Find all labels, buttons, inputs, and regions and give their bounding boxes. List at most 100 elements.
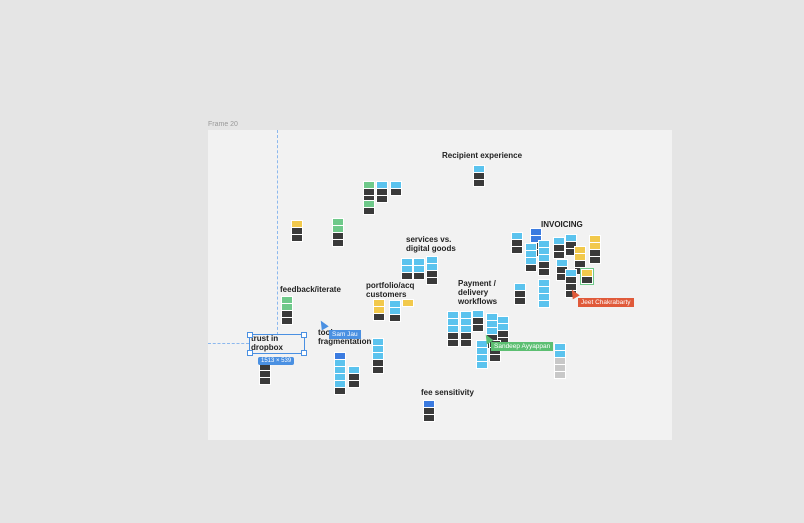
- sticky-note[interactable]: [555, 358, 565, 364]
- label-fee-sensitivity[interactable]: fee sensitivity: [421, 388, 474, 397]
- sticky-note[interactable]: [575, 254, 585, 260]
- sticky-note[interactable]: [487, 328, 497, 334]
- sticky-note[interactable]: [373, 339, 383, 345]
- label-feedback[interactable]: feedback/iterate: [280, 285, 341, 294]
- sticky-note[interactable]: [498, 331, 508, 337]
- sticky-note[interactable]: [335, 374, 345, 380]
- sticky-note-stack[interactable]: [589, 235, 601, 264]
- sticky-note-stack[interactable]: [281, 296, 293, 325]
- sticky-note[interactable]: [364, 201, 374, 207]
- sticky-note[interactable]: [566, 235, 576, 241]
- sticky-note-stack[interactable]: [423, 400, 435, 422]
- sticky-note[interactable]: [402, 273, 412, 279]
- sticky-note-stack[interactable]: [476, 340, 488, 369]
- sticky-note[interactable]: [477, 341, 487, 347]
- sticky-note[interactable]: [487, 321, 497, 327]
- sticky-note[interactable]: [364, 196, 374, 202]
- sticky-note[interactable]: [461, 312, 471, 318]
- sticky-note-stack[interactable]: [376, 181, 388, 203]
- sticky-note[interactable]: [555, 372, 565, 378]
- sticky-note-stack[interactable]: [554, 343, 566, 379]
- sticky-note[interactable]: [335, 388, 345, 394]
- sticky-note[interactable]: [539, 248, 549, 254]
- sticky-note[interactable]: [461, 333, 471, 339]
- sticky-note[interactable]: [487, 314, 497, 320]
- sticky-note-stack[interactable]: [259, 363, 271, 385]
- sticky-note[interactable]: [531, 229, 541, 235]
- sticky-note-stack[interactable]: [538, 279, 550, 308]
- sticky-note-stack[interactable]: [580, 268, 594, 285]
- sticky-note[interactable]: [539, 241, 549, 247]
- sticky-note[interactable]: [461, 319, 471, 325]
- sticky-note[interactable]: [374, 300, 384, 306]
- sticky-note-stack[interactable]: [401, 258, 413, 280]
- sticky-note[interactable]: [512, 233, 522, 239]
- sticky-note-stack[interactable]: [473, 165, 485, 187]
- sticky-note[interactable]: [292, 228, 302, 234]
- sticky-note[interactable]: [582, 277, 592, 283]
- sticky-note[interactable]: [414, 273, 424, 279]
- sticky-note[interactable]: [575, 268, 585, 274]
- sticky-note[interactable]: [373, 353, 383, 359]
- sticky-note[interactable]: [335, 381, 345, 387]
- sticky-note[interactable]: [292, 235, 302, 241]
- sticky-note-stack[interactable]: [460, 311, 472, 347]
- sticky-note[interactable]: [539, 301, 549, 307]
- sticky-note-stack[interactable]: [363, 181, 375, 203]
- sticky-note-stack[interactable]: [373, 299, 385, 321]
- sticky-note-stack[interactable]: [538, 240, 550, 276]
- sticky-note[interactable]: [427, 257, 437, 263]
- sticky-note[interactable]: [402, 266, 412, 272]
- sticky-note[interactable]: [427, 278, 437, 284]
- label-portfolio[interactable]: portfolio/acq customers: [366, 281, 415, 299]
- sticky-note[interactable]: [424, 415, 434, 421]
- sticky-note[interactable]: [487, 335, 497, 341]
- label-services[interactable]: services vs. digital goods: [406, 235, 456, 253]
- sticky-note[interactable]: [333, 219, 343, 225]
- sticky-note-stack[interactable]: [363, 200, 375, 215]
- sticky-note[interactable]: [575, 247, 585, 253]
- sticky-note[interactable]: [554, 252, 564, 258]
- sticky-note[interactable]: [448, 319, 458, 325]
- sticky-note[interactable]: [335, 353, 345, 359]
- frame-name-label[interactable]: Frame 20: [208, 121, 238, 128]
- sticky-note[interactable]: [539, 269, 549, 275]
- sticky-note-stack[interactable]: [348, 366, 360, 388]
- sticky-note[interactable]: [402, 259, 412, 265]
- sticky-note-stack[interactable]: [389, 300, 401, 322]
- sticky-note[interactable]: [566, 249, 576, 255]
- sticky-note[interactable]: [490, 355, 500, 361]
- resize-handle[interactable]: [301, 350, 307, 356]
- sticky-note[interactable]: [364, 182, 374, 188]
- sticky-note[interactable]: [349, 374, 359, 380]
- sticky-note[interactable]: [531, 236, 541, 242]
- sticky-note[interactable]: [427, 264, 437, 270]
- sticky-note[interactable]: [260, 371, 270, 377]
- sticky-note[interactable]: [260, 364, 270, 370]
- sticky-note[interactable]: [373, 367, 383, 373]
- sticky-note[interactable]: [575, 261, 585, 267]
- sticky-note[interactable]: [590, 243, 600, 249]
- sticky-note[interactable]: [590, 250, 600, 256]
- sticky-note[interactable]: [333, 233, 343, 239]
- sticky-note[interactable]: [403, 300, 413, 306]
- sticky-note-stack[interactable]: [332, 218, 344, 247]
- sticky-note[interactable]: [526, 265, 536, 271]
- sticky-note[interactable]: [373, 360, 383, 366]
- sticky-note-stack[interactable]: [574, 246, 586, 275]
- sticky-note[interactable]: [473, 311, 483, 317]
- sticky-note[interactable]: [292, 221, 302, 227]
- sticky-note[interactable]: [539, 287, 549, 293]
- sticky-note-stack[interactable]: [497, 316, 509, 345]
- sticky-note[interactable]: [473, 325, 483, 331]
- sticky-note[interactable]: [515, 284, 525, 290]
- sticky-note[interactable]: [349, 381, 359, 387]
- sticky-note-stack[interactable]: [511, 232, 523, 254]
- sticky-note[interactable]: [282, 311, 292, 317]
- sticky-note[interactable]: [374, 314, 384, 320]
- sticky-note-stack[interactable]: [514, 283, 526, 305]
- sticky-note[interactable]: [260, 378, 270, 384]
- sticky-note-stack[interactable]: [402, 299, 414, 307]
- sticky-note[interactable]: [590, 257, 600, 263]
- sticky-note[interactable]: [515, 298, 525, 304]
